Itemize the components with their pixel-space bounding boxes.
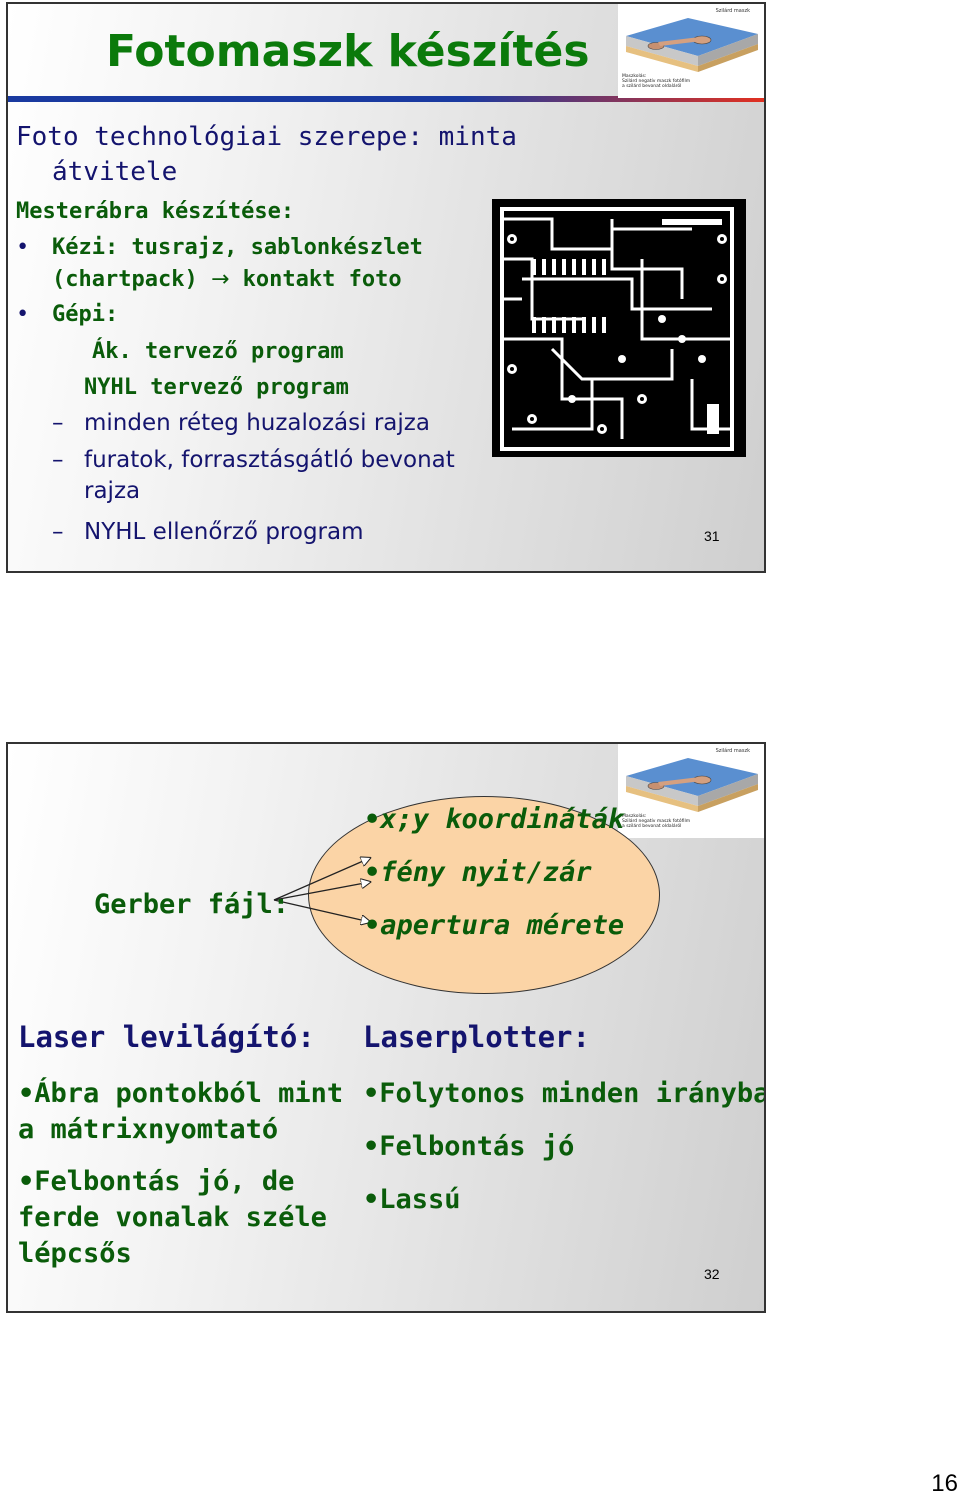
ellipse-item: •apertura mérete [364, 910, 625, 941]
master-heading: Mesterábra készítése: [16, 199, 295, 224]
pcb-layout-image [492, 199, 746, 457]
gerber-ellipse [308, 796, 660, 994]
manual-bullet-cont: (chartpack) → kontakt foto [52, 267, 402, 292]
sub-item: Ák. tervező program [92, 339, 344, 364]
right-item: •Folytonos minden irányban [363, 1078, 766, 1109]
thumbnail-label-line: a szilárd bevonat oldaláról [622, 84, 682, 89]
left-heading: Laser levilágító: [18, 1020, 315, 1054]
thumbnail-caption: Szilárd maszk [715, 748, 750, 754]
dash-glyph: – [52, 519, 64, 545]
thumbnail-label: Maszkolás: Szilárd negatív maszk fotófil… [622, 74, 690, 89]
gerber-label: Gerber fájl: [94, 889, 290, 920]
dash-item: minden réteg huzalozási rajza [84, 410, 430, 436]
slide-header: Fotomaszk készítés [8, 4, 620, 96]
right-item-text: Folytonos minden irányban [379, 1078, 766, 1109]
right-heading: Laserplotter: [363, 1020, 590, 1054]
chartpack-text: (chartpack) [52, 267, 198, 292]
slide-number: 31 [704, 528, 720, 544]
ellipse-item: •fény nyit/zár [364, 857, 592, 888]
pcb-traces-icon [500, 207, 734, 451]
contact-photo-text: kontakt foto [242, 267, 402, 292]
arrow-right-icon: → [210, 267, 230, 292]
bullet-glyph: • [16, 235, 30, 260]
ellipse-item: •x;y koordináták [364, 804, 625, 835]
left-item-cont: a mátrixnyomtató [18, 1114, 279, 1145]
dash-glyph: – [52, 447, 64, 473]
right-item: •Lassú [363, 1184, 461, 1215]
right-item-text: Felbontás jó [379, 1131, 575, 1162]
left-item-cont: ferde vonalak széle [18, 1202, 327, 1233]
dash-glyph: – [52, 410, 64, 436]
left-item: •Felbontás jó, de [18, 1166, 295, 1197]
thumbnail-label-line: a szilárd bevonat oldaláról [622, 824, 682, 829]
right-item: •Felbontás jó [363, 1131, 575, 1162]
bullet-glyph: • [16, 302, 30, 327]
machine-bullet: Gépi: [52, 302, 119, 327]
thumbnail-label-line: Szilárd negatív maszk fotófilm [622, 79, 691, 84]
left-item: •Ábra pontokból mint [18, 1078, 344, 1109]
ellipse-item-text: x;y koordináták [380, 804, 625, 835]
page-number: 16 [931, 1470, 958, 1497]
ellipse-item-text: fény nyit/zár [380, 857, 592, 888]
mask-thumbnail-image: Szilárd maszk Maszkolás: Szilárd negatív… [618, 744, 764, 838]
title-rule [8, 96, 764, 102]
sub-item: NYHL tervező program [84, 375, 349, 400]
right-item-text: Lassú [379, 1184, 461, 1215]
thumbnail-label-line: Szilárd negatív maszk fotófilm [622, 819, 691, 824]
slide-title: Fotomaszk készítés [106, 26, 590, 77]
mask-diagram-icon [626, 18, 758, 72]
mask-thumbnail-image: Szilárd maszk Maszkolás: Szilárd negatív… [618, 4, 764, 98]
dash-item-cont: rajza [84, 478, 141, 504]
thumbnail-label: Maszkolás: Szilárd negatív maszk fotófil… [622, 814, 690, 829]
slide-number: 32 [704, 1266, 720, 1282]
left-item-text: Ábra pontokból mint [34, 1078, 344, 1109]
ellipse-item-text: apertura mérete [380, 910, 625, 941]
thumbnail-label-line: Maszkolás: [622, 814, 647, 819]
mask-diagram-icon [626, 758, 758, 812]
left-item-cont: lépcsős [18, 1238, 132, 1269]
intro-line: átvitele [52, 157, 178, 187]
dash-item: NYHL ellenőrző program [84, 519, 364, 545]
intro-line: Foto technológiai szerepe: minta [16, 122, 517, 152]
dash-item: furatok, forrasztásgátló bevonat [84, 447, 455, 473]
gerber-arrows-icon [273, 852, 380, 952]
slide-31: Fotomaszk készítés Szilárd maszk Maszkol… [6, 2, 766, 573]
thumbnail-caption: Szilárd maszk [715, 8, 750, 14]
thumbnail-label-line: Maszkolás: [622, 74, 647, 79]
manual-bullet: Kézi: tusrajz, sablonkészlet [52, 235, 423, 260]
slide-32: Szilárd maszk Maszkolás: Szilárd negatív… [6, 742, 766, 1313]
left-item-text: Felbontás jó, de [34, 1166, 295, 1197]
